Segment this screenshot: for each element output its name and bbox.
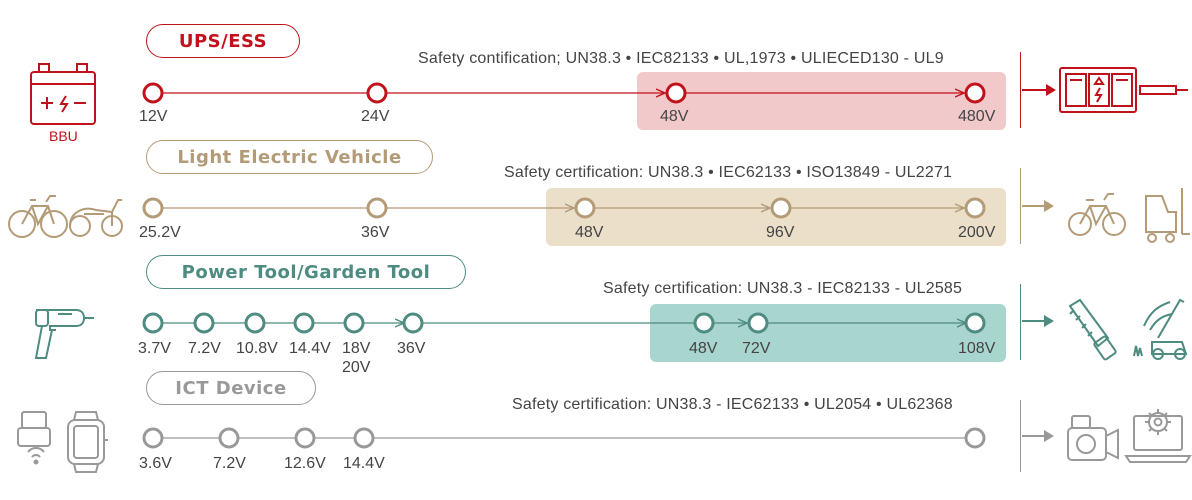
- lev-voltage-96v: 96V: [766, 224, 795, 241]
- lev-voltage-36v: 36V: [361, 224, 390, 241]
- lev-title: Light Electric Vehicle: [177, 146, 402, 168]
- tool-voltage-14-4v: 14.4V: [289, 340, 331, 357]
- ups-node-48v: [665, 82, 687, 104]
- tool-node-14-4v: [293, 312, 315, 334]
- tool-node-7-2v: [193, 312, 215, 334]
- lev-timeline: [142, 197, 986, 219]
- lev-node-200v: [964, 197, 986, 219]
- ict-node-14-4v: [353, 427, 375, 449]
- tool-voltage-36v: 36V: [397, 340, 426, 357]
- ict-node-12-6v: [294, 427, 316, 449]
- camera-icon: [1067, 415, 1119, 461]
- ups-cabinet-icon: [1059, 67, 1188, 113]
- tool-output-arrow: [1022, 315, 1054, 327]
- tool-node-48v: [693, 312, 715, 334]
- drill-icon: [34, 309, 94, 359]
- ict-node-3-6v: [142, 427, 164, 449]
- lev-voltage-200v: 200V: [958, 224, 996, 241]
- ict-voltage-14-4v: 14.4V: [343, 455, 385, 472]
- ups-node-12v: [142, 82, 164, 104]
- ups-highlight-band: [637, 72, 1006, 130]
- ups-node-480v: [964, 82, 986, 104]
- laptop-gear-icon: [1124, 409, 1192, 463]
- ict-output-arrow: [1022, 430, 1054, 442]
- saw-icon: [1068, 298, 1117, 361]
- lev-title-pill: Light Electric Vehicle: [146, 140, 433, 174]
- ict-divider: [1020, 400, 1022, 472]
- lev-node-25v: [142, 197, 164, 219]
- bicycle-scooter-icon: [8, 195, 123, 238]
- lev-voltage-48v: 48V: [575, 224, 604, 241]
- ups-voltage-12v: 12V: [139, 108, 168, 125]
- ict-voltage-12-6v: 12.6V: [284, 455, 326, 472]
- tool-voltage-18v: 18V: [342, 340, 371, 357]
- tool-node-3-7v: [142, 312, 164, 334]
- battery-bbu-icon: [30, 63, 96, 125]
- tool-title-pill: Power Tool/Garden Tool: [146, 255, 466, 289]
- ict-voltage-3-6v: 3.6V: [139, 455, 172, 472]
- tool-certification: Safety certification: UN38.3 - IEC82133 …: [603, 280, 963, 297]
- lev-certification: Safety certification: UN38.3 • IEC62133 …: [504, 164, 953, 181]
- ups-voltage-480v: 480V: [958, 108, 996, 125]
- ups-title: UPS/ESS: [178, 30, 268, 52]
- ict-certification: Safety certification: UN38.3 - IEC62133 …: [512, 396, 953, 413]
- ups-voltage-24v: 24V: [361, 108, 390, 125]
- ict-title: ICT Device: [175, 377, 287, 399]
- tool-voltage-3-7v: 3.7V: [138, 340, 171, 357]
- ups-node-24v: [366, 82, 388, 104]
- ups-divider: [1020, 52, 1022, 128]
- usb-watch-icon: [17, 411, 108, 473]
- ups-voltage-48v: 48V: [660, 108, 689, 125]
- ict-voltage-7-2v: 7.2V: [213, 455, 246, 472]
- tool-voltage-20v: 20V: [342, 359, 371, 376]
- tool-voltage-7-2v: 7.2V: [188, 340, 221, 357]
- tool-timeline: [142, 312, 986, 334]
- e-bike-icon: [1068, 193, 1126, 236]
- lev-node-96v: [770, 197, 792, 219]
- ict-timeline: [142, 427, 986, 449]
- lev-divider: [1020, 168, 1022, 244]
- tool-node-72v: [747, 312, 769, 334]
- ups-timeline: [142, 82, 986, 104]
- forklift-icon: [1145, 188, 1190, 243]
- bbu-label: BBU: [49, 128, 78, 144]
- tool-voltage-10-8v: 10.8V: [236, 340, 278, 357]
- ups-output-arrow: [1022, 84, 1056, 96]
- tool-voltage-48v: 48V: [689, 340, 718, 357]
- lev-node-48v: [574, 197, 596, 219]
- lev-output-arrow: [1022, 200, 1054, 212]
- ict-node-end: [964, 427, 986, 449]
- tool-node-10-8v: [244, 312, 266, 334]
- tool-divider: [1020, 284, 1022, 360]
- tool-node-18v: [343, 312, 365, 334]
- ict-node-7-2v: [218, 427, 240, 449]
- ict-title-pill: ICT Device: [146, 371, 316, 405]
- tool-voltage-108v: 108V: [958, 340, 996, 357]
- tool-title: Power Tool/Garden Tool: [181, 261, 431, 283]
- ups-title-pill: UPS/ESS: [146, 24, 300, 58]
- lev-node-36v: [366, 197, 388, 219]
- tool-node-108v: [964, 312, 986, 334]
- tool-node-36v: [402, 312, 424, 334]
- tool-highlight-band: [650, 304, 1006, 362]
- lev-voltage-25v: 25.2V: [139, 224, 181, 241]
- tool-voltage-72v: 72V: [742, 340, 771, 357]
- ups-certification: Safety contification; UN38.3 • IEC82133 …: [418, 50, 944, 67]
- lawn-mower-icon: [1133, 298, 1188, 360]
